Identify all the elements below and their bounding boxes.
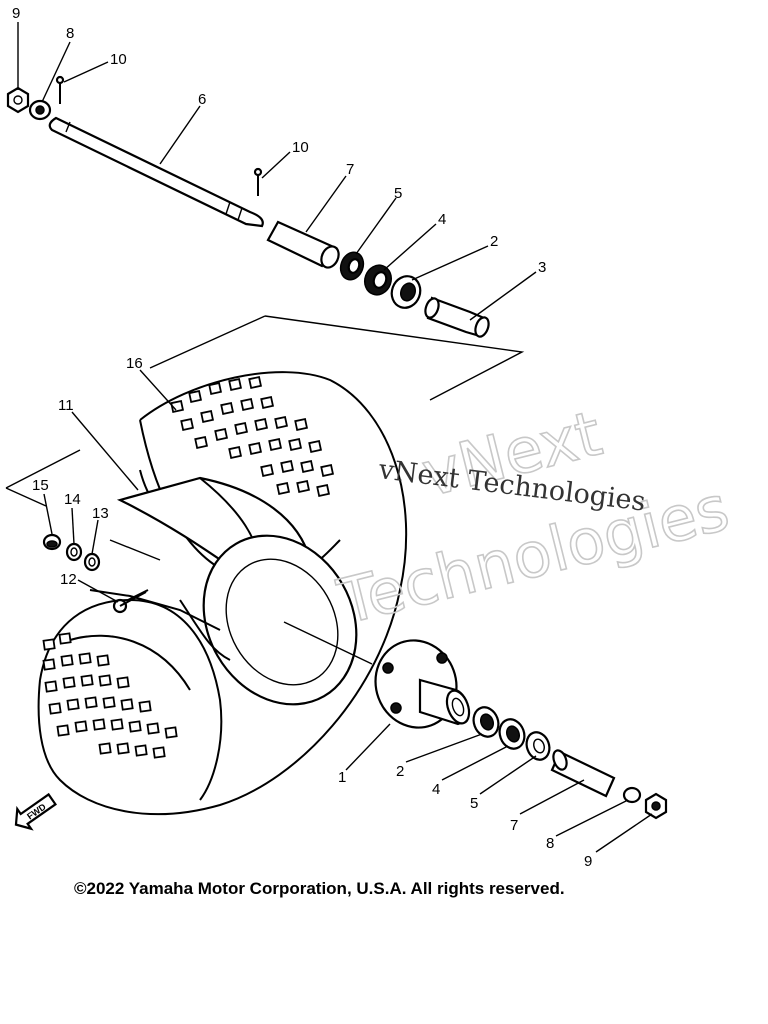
cotter-pin-10-top — [55, 75, 65, 104]
callout-1: 1 — [338, 769, 346, 786]
cotter-pin-10-mid — [253, 167, 263, 196]
callout-2-bottom: 2 — [396, 763, 404, 780]
seal-5-top — [339, 251, 365, 281]
callout-16: 16 — [126, 355, 143, 372]
washer-13 — [83, 552, 101, 572]
hub-1 — [374, 639, 471, 729]
fwd-arrow-icon: FWD — [14, 792, 57, 831]
callout-10-top: 10 — [110, 51, 127, 68]
axle-assembly — [6, 75, 490, 338]
nut-9-bottom — [644, 792, 668, 820]
callout-5-bottom: 5 — [470, 795, 478, 812]
seal-5-bottom — [525, 731, 551, 761]
tread-lower — [42, 632, 178, 759]
bearing-4-top — [364, 264, 392, 296]
callouts: 9 8 10 6 10 7 5 4 2 3 16 11 15 14 13 12 … — [12, 5, 592, 870]
spacer-7-top — [266, 220, 340, 269]
callout-14: 14 — [64, 491, 81, 508]
callout-8-bottom: 8 — [546, 835, 554, 852]
spacer-7-bottom — [550, 749, 616, 798]
callout-6: 6 — [198, 91, 206, 108]
watermark: vNext Technologies vNext Technologies — [330, 396, 737, 640]
callout-5-top: 5 — [394, 185, 402, 202]
callout-13: 13 — [92, 505, 109, 522]
callout-12: 12 — [60, 571, 77, 588]
valve-stem-12 — [119, 591, 147, 607]
copyright-text: ©2022 Yamaha Motor Corporation, U.S.A. A… — [74, 879, 565, 898]
washer-8-top — [28, 99, 52, 121]
callout-9-top: 9 — [12, 5, 20, 22]
hub-assembly — [283, 621, 668, 820]
tread-upper — [170, 375, 334, 497]
leader-lines — [17, 22, 653, 853]
callout-2-top: 2 — [490, 233, 498, 250]
callout-9-bottom: 9 — [584, 853, 592, 870]
callout-3: 3 — [538, 259, 546, 276]
collar-3 — [424, 296, 490, 338]
nut-9-top — [6, 86, 30, 114]
assembly-frame — [5, 315, 525, 561]
callout-10-mid: 10 — [292, 139, 309, 156]
nut-14 — [65, 542, 83, 562]
axle-6 — [48, 116, 264, 228]
callout-4-top: 4 — [438, 211, 446, 228]
washer-8-bottom — [622, 786, 642, 804]
bearing-2-bottom — [472, 706, 500, 738]
valve-cap-15 — [42, 533, 62, 551]
callout-11: 11 — [58, 397, 74, 414]
callout-7-bottom: 7 — [510, 817, 518, 834]
callout-8-top: 8 — [66, 25, 74, 42]
bearing-4-bottom — [498, 718, 526, 750]
bearing-2-top — [390, 275, 422, 309]
callout-15: 15 — [32, 477, 49, 494]
callout-4-bottom: 4 — [432, 781, 440, 798]
wheel-tire-assembly — [37, 371, 408, 816]
callout-7-top: 7 — [346, 161, 354, 178]
